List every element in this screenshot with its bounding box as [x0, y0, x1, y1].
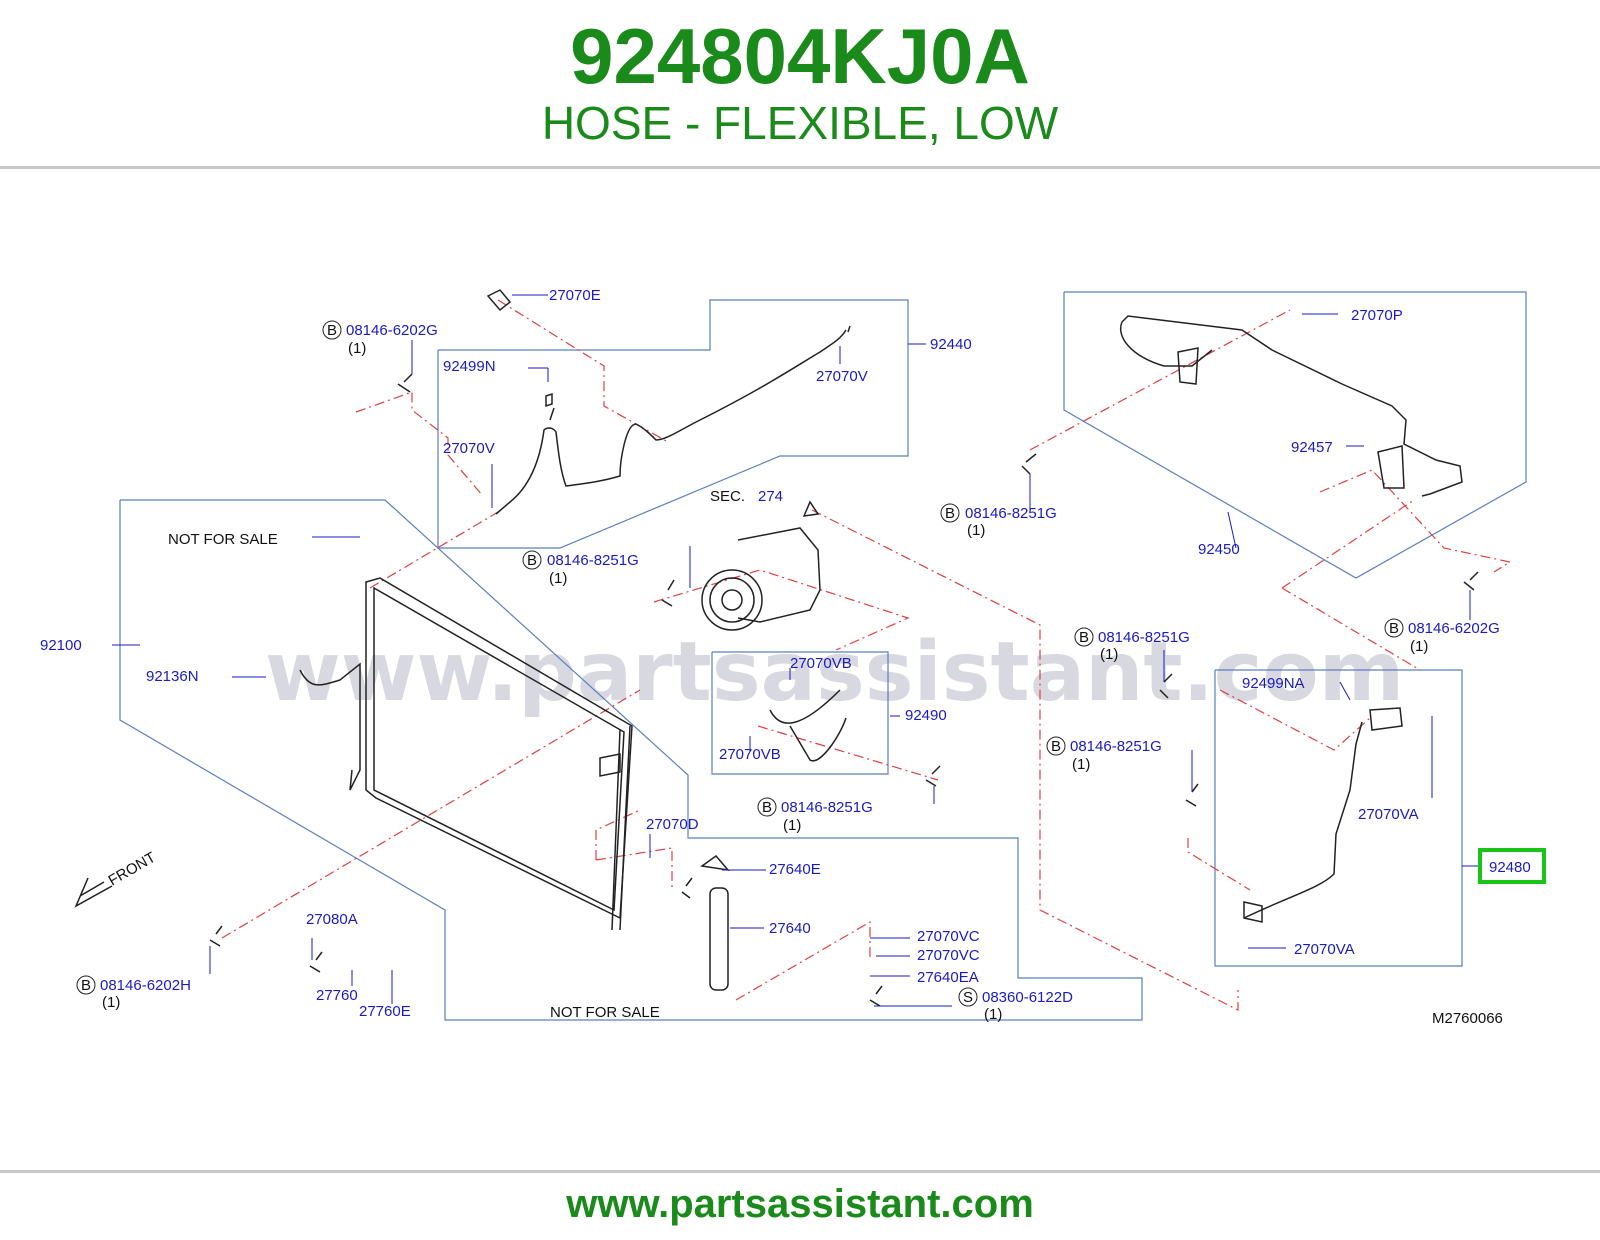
- svg-text:B: B: [762, 799, 772, 816]
- svg-text:(1): (1): [102, 994, 120, 1011]
- label-27070V-lower[interactable]: 27070V: [443, 440, 495, 457]
- sec-prefix: SEC.: [710, 488, 745, 505]
- pipe-92490: [769, 689, 847, 762]
- bolt-callout[interactable]: B 08146-6202G (1): [322, 320, 438, 357]
- label-27070D[interactable]: 27070D: [646, 816, 699, 833]
- label-92499NA[interactable]: 92499NA: [1242, 675, 1305, 692]
- label-92499N[interactable]: 92499N: [443, 358, 496, 375]
- svg-text:B: B: [81, 977, 91, 994]
- label-27070VA-upper[interactable]: 27070VA: [1358, 806, 1419, 823]
- compressor-pulley: [701, 569, 763, 631]
- label-27760[interactable]: 27760: [316, 987, 358, 1004]
- svg-text:08146-6202H: 08146-6202H: [100, 977, 191, 994]
- not-for-sale-upper: NOT FOR SALE: [168, 531, 278, 548]
- footer-website[interactable]: www.partsassistant.com: [566, 1182, 1034, 1226]
- label-92440[interactable]: 92440: [930, 336, 972, 353]
- svg-text:08146-8251G: 08146-8251G: [965, 505, 1057, 522]
- sec-reference-274[interactable]: 274: [758, 488, 783, 505]
- svg-text:08146-8251G: 08146-8251G: [1070, 738, 1162, 755]
- svg-text:08146-8251G: 08146-8251G: [1098, 629, 1190, 646]
- bolt-callout[interactable]: S 08360-6122D (1): [958, 987, 1073, 1023]
- label-27070V-upper[interactable]: 27070V: [816, 368, 868, 385]
- label-92490[interactable]: 92490: [905, 707, 947, 724]
- svg-text:B: B: [1051, 738, 1061, 755]
- label-27080A[interactable]: 27080A: [306, 911, 358, 928]
- watermark: www.partsassistant.com: [265, 625, 1404, 720]
- label-27640EA[interactable]: 27640EA: [917, 969, 979, 986]
- footer-divider: [0, 1170, 1600, 1173]
- svg-text:(1): (1): [549, 570, 567, 587]
- svg-text:(1): (1): [984, 1006, 1002, 1023]
- svg-text:S: S: [963, 989, 973, 1006]
- label-27070VB-upper[interactable]: 27070VB: [790, 655, 852, 672]
- bolt-callout[interactable]: B 08146-8251G (1): [1046, 736, 1162, 773]
- svg-text:08146-8251G: 08146-8251G: [547, 552, 639, 569]
- highlight-box-92480[interactable]: [1478, 848, 1546, 884]
- group-box-92100: [119, 499, 1143, 1021]
- svg-text:(1): (1): [1072, 756, 1090, 773]
- bolt-callout[interactable]: B 08146-8251G (1): [1074, 627, 1190, 663]
- bolt-callout[interactable]: B 08146-8251G (1): [522, 550, 639, 587]
- svg-text:B: B: [327, 322, 337, 339]
- label-92450[interactable]: 92450: [1198, 541, 1240, 558]
- label-27760E[interactable]: 27760E: [359, 1003, 411, 1020]
- svg-text:08146-6202G: 08146-6202G: [1408, 620, 1500, 637]
- label-92480-highlighted[interactable]: 92480: [1489, 859, 1531, 876]
- bolt-callout[interactable]: B 08146-8251G (1): [940, 503, 1057, 539]
- label-92457[interactable]: 92457: [1291, 439, 1333, 456]
- svg-text:(1): (1): [348, 340, 366, 357]
- receiver-drier-27640: [709, 887, 729, 991]
- svg-text:(1): (1): [967, 522, 985, 539]
- group-box-92450: [1063, 291, 1527, 579]
- label-27070VB-lower[interactable]: 27070VB: [719, 746, 781, 763]
- svg-text:B: B: [945, 505, 955, 522]
- group-box-92440: [437, 299, 909, 549]
- figure-id: M2760066: [1432, 1010, 1503, 1027]
- svg-text:(1): (1): [1410, 638, 1428, 655]
- svg-text:(1): (1): [783, 817, 801, 834]
- svg-text:B: B: [1389, 620, 1399, 637]
- label-27070VA-lower[interactable]: 27070VA: [1294, 941, 1355, 958]
- pipe-92450: [1119, 315, 1463, 497]
- label-27640E[interactable]: 27640E: [769, 861, 821, 878]
- svg-text:B: B: [527, 552, 537, 569]
- pipe-92440: [495, 329, 847, 515]
- header-divider: [0, 166, 1600, 169]
- svg-text:08146-8251G: 08146-8251G: [781, 799, 873, 816]
- part-description: HOSE - FLEXIBLE, LOW: [541, 97, 1059, 149]
- label-92136N[interactable]: 92136N: [146, 668, 199, 685]
- part-number-title: 924804KJ0A: [570, 12, 1030, 100]
- bolt-callout[interactable]: B 08146-8251G (1): [757, 797, 873, 834]
- svg-text:08360-6122D: 08360-6122D: [982, 989, 1073, 1006]
- front-label: FRONT: [106, 849, 159, 890]
- label-27070VC-upper[interactable]: 27070VC: [917, 928, 980, 945]
- label-27070VC-lower[interactable]: 27070VC: [917, 947, 980, 964]
- receiver-bracket: [599, 753, 621, 777]
- label-92100[interactable]: 92100: [40, 637, 82, 654]
- condenser-frame: [373, 586, 625, 912]
- front-arrow-icon: [74, 877, 113, 908]
- bolt-callout[interactable]: B 08146-6202G (1): [1384, 618, 1500, 655]
- condenser-pipe: [299, 662, 361, 791]
- hose-92480: [1243, 721, 1363, 919]
- parts-diagram: www.partsassistant.com: [40, 287, 1546, 1027]
- label-27070P[interactable]: 27070P: [1351, 307, 1403, 324]
- bolt-callout[interactable]: B 08146-6202H (1): [76, 975, 191, 1011]
- compressor-body: [737, 527, 821, 623]
- group-box-92490: [711, 651, 889, 775]
- group-box-92480: [1214, 669, 1463, 967]
- svg-text:B: B: [1079, 629, 1089, 646]
- not-for-sale-lower: NOT FOR SALE: [550, 1004, 660, 1021]
- label-27070E[interactable]: 27070E: [549, 287, 601, 304]
- svg-text:(1): (1): [1100, 646, 1118, 663]
- label-27640[interactable]: 27640: [769, 920, 811, 937]
- svg-text:08146-6202G: 08146-6202G: [346, 322, 438, 339]
